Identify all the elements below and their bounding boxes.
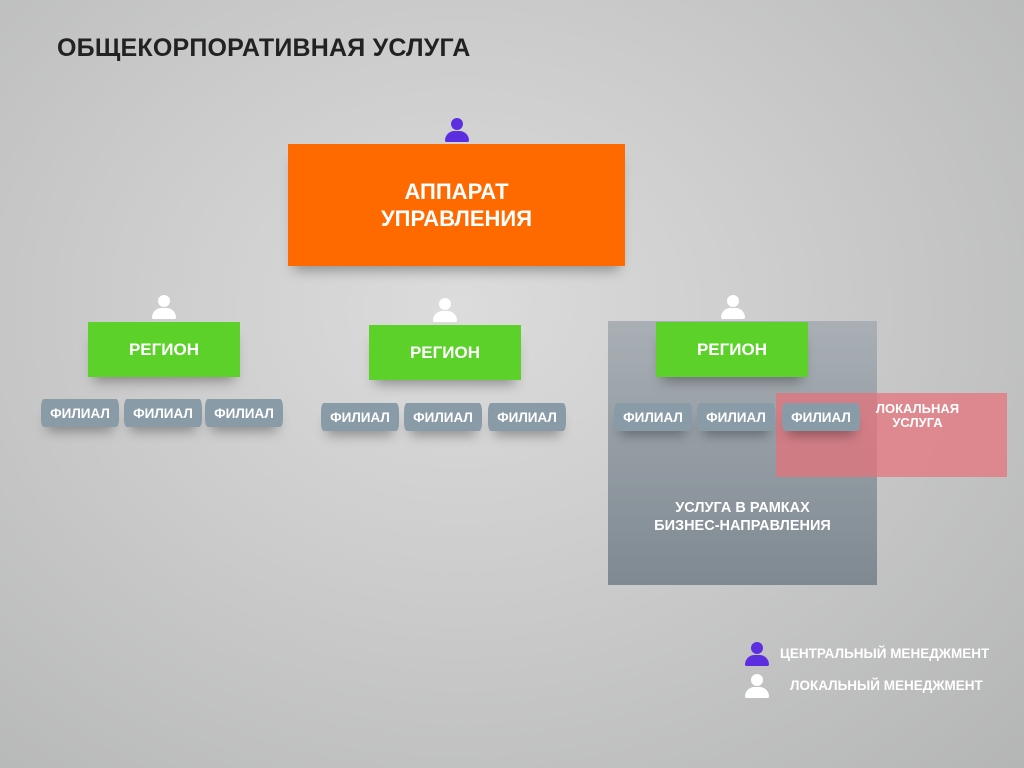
- legend-central-label: ЦЕНТРАЛЬНЫЙ МЕНЕДЖМЕНТ: [780, 646, 990, 661]
- branch-box: ФИЛИАЛ: [488, 403, 566, 431]
- branch-box: ФИЛИАЛ: [321, 403, 399, 431]
- branch-box: ФИЛИАЛ: [614, 403, 692, 431]
- business-service-label: УСЛУГА В РАМКАХ БИЗНЕС-НАПРАВЛЕНИЯ: [608, 499, 877, 535]
- branch-box: ФИЛИАЛ: [782, 403, 860, 431]
- region-box: РЕГИОН: [656, 322, 808, 377]
- business-service-line2: БИЗНЕС-НАПРАВЛЕНИЯ: [654, 518, 831, 534]
- page-title: ОБЩЕКОРПОРАТИВНАЯ УСЛУГА: [57, 34, 471, 62]
- branch-box: ФИЛИАЛ: [697, 403, 775, 431]
- head-office-line2: УПРАВЛЕНИЯ: [380, 206, 533, 231]
- region-box: РЕГИОН: [369, 325, 521, 380]
- region-box: РЕГИОН: [88, 322, 240, 377]
- local-manager-icon: [720, 295, 746, 321]
- branch-box: ФИЛИАЛ: [41, 399, 119, 427]
- local-service-line1: ЛОКАЛЬНАЯ: [875, 401, 960, 416]
- branch-box: ФИЛИАЛ: [205, 399, 283, 427]
- business-service-line1: УСЛУГА В РАМКАХ: [675, 500, 810, 516]
- legend-local-label: ЛОКАЛЬНЫЙ МЕНЕДЖМЕНТ: [790, 678, 983, 693]
- legend-central-icon: [744, 642, 770, 668]
- branch-box: ФИЛИАЛ: [404, 403, 482, 431]
- head-office-line1: АППАРАТ: [404, 179, 509, 204]
- central-manager-icon: [444, 118, 470, 144]
- local-service-line2: УСЛУГА: [892, 415, 943, 430]
- local-manager-icon: [151, 295, 177, 321]
- branch-box: ФИЛИАЛ: [124, 399, 202, 427]
- local-manager-icon: [432, 298, 458, 324]
- legend-local-icon: [744, 674, 770, 700]
